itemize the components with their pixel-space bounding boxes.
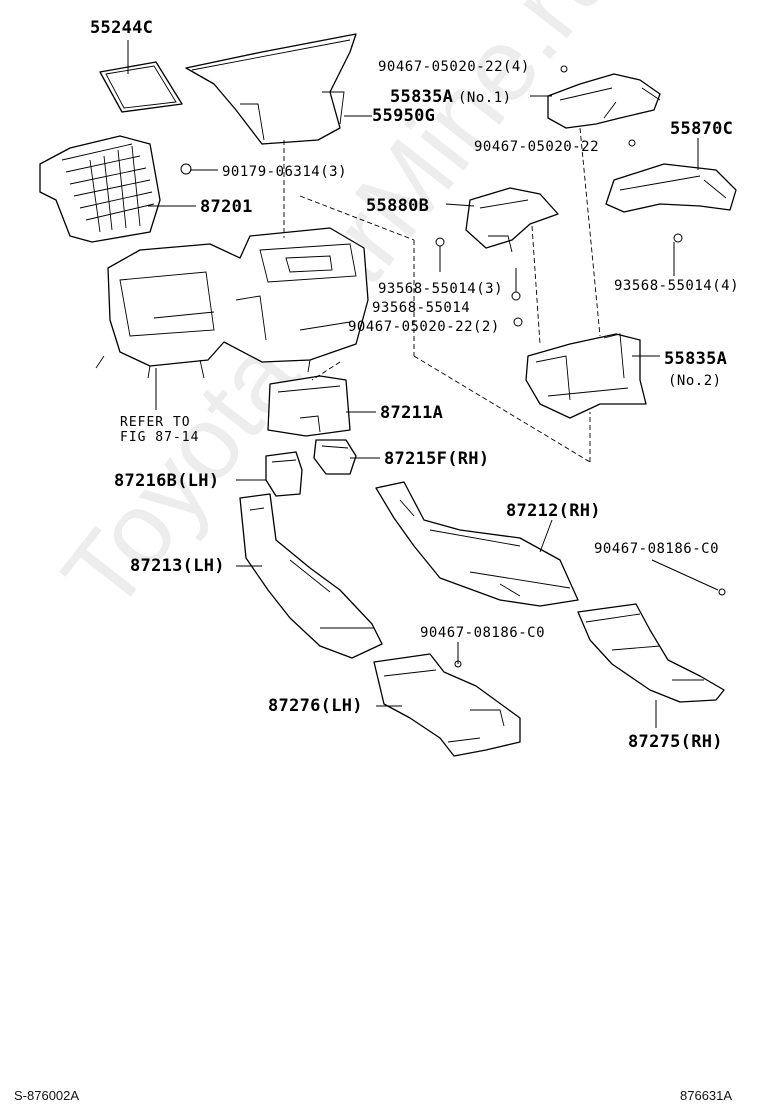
duct-87215f <box>313 439 357 475</box>
duct-55870c <box>605 163 737 213</box>
label-55950g: 55950G <box>372 106 436 126</box>
duct-87213 <box>239 493 383 659</box>
label-93568-55014-3: 93568-55014(3) <box>378 281 504 297</box>
label-87212-rh: 87212(RH) <box>506 501 601 521</box>
label-93568-55014-4: 93568-55014(4) <box>614 278 740 294</box>
duct-87212 <box>375 481 579 607</box>
label-93568-55014: 93568-55014 <box>372 300 471 316</box>
label-90467-05020-22-2: 90467-05020-22(2) <box>348 319 500 335</box>
label-fig-87-14: FIG 87-14 <box>120 430 200 445</box>
label-55870c: 55870C <box>670 119 734 139</box>
duct-55880b <box>465 187 559 253</box>
footer-left-code: S-876002A <box>14 1088 80 1103</box>
duct-87276 <box>373 653 521 757</box>
label-55880b: 55880B <box>366 196 430 216</box>
duct-87211a <box>267 375 351 437</box>
footer-right-code: 876631A <box>680 1088 733 1103</box>
label-55835a-no2: 55835A <box>664 349 728 369</box>
duct-55835a-no2 <box>525 333 647 419</box>
filter-55244c <box>99 61 183 113</box>
label-refer-to: REFER TO <box>120 415 191 430</box>
heater-unit <box>95 227 369 379</box>
leader-lines <box>127 40 719 728</box>
label-87276-lh: 87276(LH) <box>268 696 363 716</box>
dashed-lines <box>283 127 601 463</box>
label-55244c: 55244C <box>90 18 154 38</box>
label-55835a-no2-note: (No.2) <box>668 373 722 389</box>
label-87275-rh: 87275(RH) <box>628 732 723 752</box>
label-55835a-no1-note: (No.1) <box>458 90 512 106</box>
duct-55950g <box>185 33 357 145</box>
label-87215f-rh: 87215F(RH) <box>384 449 490 469</box>
duct-87275 <box>577 603 725 703</box>
label-87211a: 87211A <box>380 403 444 423</box>
label-90467-05020-22-4: 90467-05020-22(4) <box>378 59 530 75</box>
intake-87201 <box>39 135 161 243</box>
duct-55835a-no1 <box>547 73 661 129</box>
label-87201: 87201 <box>200 197 253 217</box>
label-90179-06314-3: 90179-06314(3) <box>222 164 348 180</box>
duct-87216b <box>265 451 303 497</box>
label-90467-08186-c0-right: 90467-08186-C0 <box>594 541 720 557</box>
label-90467-05020-22: 90467-05020-22 <box>474 139 600 155</box>
label-87213-lh: 87213(LH) <box>130 556 225 576</box>
label-87216b-lh: 87216B(LH) <box>114 471 220 491</box>
label-90467-08186-c0-left: 90467-08186-C0 <box>420 625 546 641</box>
label-55835a-no1: 55835A <box>390 87 454 107</box>
